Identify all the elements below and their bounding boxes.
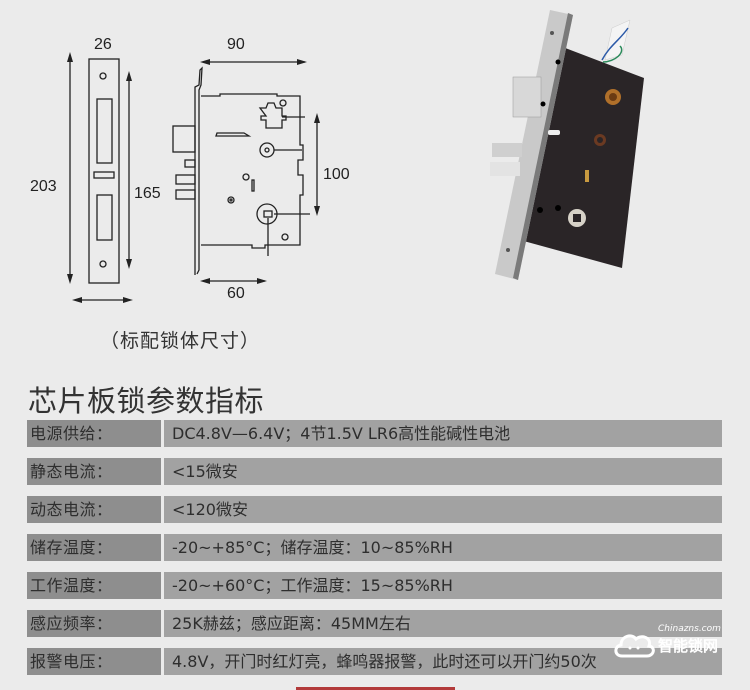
spec-row-dynamic-current: 动态电流： <120微安 xyxy=(27,496,722,523)
spec-value: DC4.8V—6.4V；4节1.5V LR6高性能碱性电池 xyxy=(164,420,722,447)
spec-value: <15微安 xyxy=(164,458,722,485)
spec-value: <120微安 xyxy=(164,496,722,523)
spec-row-storage-temp: 储存温度： -20~+85°C；储存温度：10~85%RH xyxy=(27,534,722,561)
spec-row-static-current: 静态电流： <15微安 xyxy=(27,458,722,485)
faceplate-width-label: 26 xyxy=(94,36,112,53)
mortise-lock-image xyxy=(490,10,644,280)
spec-title: 芯片板锁参数指标 xyxy=(28,384,265,418)
spec-value: -20~+60°C；工作温度：15~85%RH xyxy=(164,572,722,599)
spec-value: 25K赫兹；感应距离：45MM左右 xyxy=(164,610,722,637)
accent-bar xyxy=(296,687,455,690)
spec-row-alarm-voltage: 报警电压： 4.8V，开门时红灯亮，蜂鸣器报警，此时还可以开门约50次 xyxy=(27,648,722,675)
lock-dimension-diagram xyxy=(67,52,320,303)
spec-value: 4.8V，开门时红灯亮，蜂鸣器报警，此时还可以开门约50次 xyxy=(164,648,722,675)
spec-value: -20~+85°C；储存温度：10~85%RH xyxy=(164,534,722,561)
body-width-label: 90 xyxy=(227,36,245,53)
backset-label: 60 xyxy=(227,285,245,302)
center-distance-label: 100 xyxy=(323,166,350,183)
total-height-label: 203 xyxy=(30,178,57,195)
watermark-domain: Chinazns.com xyxy=(658,624,721,634)
spec-row-sensing-frequency: 感应频率： 25K赫兹；感应距离：45MM左右 xyxy=(27,610,722,637)
hole-span-label: 165 xyxy=(134,185,161,202)
cloud-logo-icon xyxy=(614,634,655,658)
spec-row-operating-temp: 工作温度： -20~+60°C；工作温度：15~85%RH xyxy=(27,572,722,599)
watermark-brand: 智能锁网 xyxy=(658,637,719,655)
spec-label: 报警电压： xyxy=(27,648,161,675)
watermark: Chinazns.com 智能锁网 xyxy=(612,624,742,664)
spec-label: 感应频率： xyxy=(27,610,161,637)
spec-label: 电源供给： xyxy=(27,420,161,447)
dimension-drawing: 26 203 165 90 60 100 xyxy=(0,0,375,320)
diagram-caption: （标配锁体尺寸） xyxy=(100,330,261,352)
spec-label: 工作温度： xyxy=(27,572,161,599)
spec-label: 动态电流： xyxy=(27,496,161,523)
spec-row-power: 电源供给： DC4.8V—6.4V；4节1.5V LR6高性能碱性电池 xyxy=(27,420,722,447)
spec-label: 静态电流： xyxy=(27,458,161,485)
spec-label: 储存温度： xyxy=(27,534,161,561)
product-photo xyxy=(440,0,660,290)
